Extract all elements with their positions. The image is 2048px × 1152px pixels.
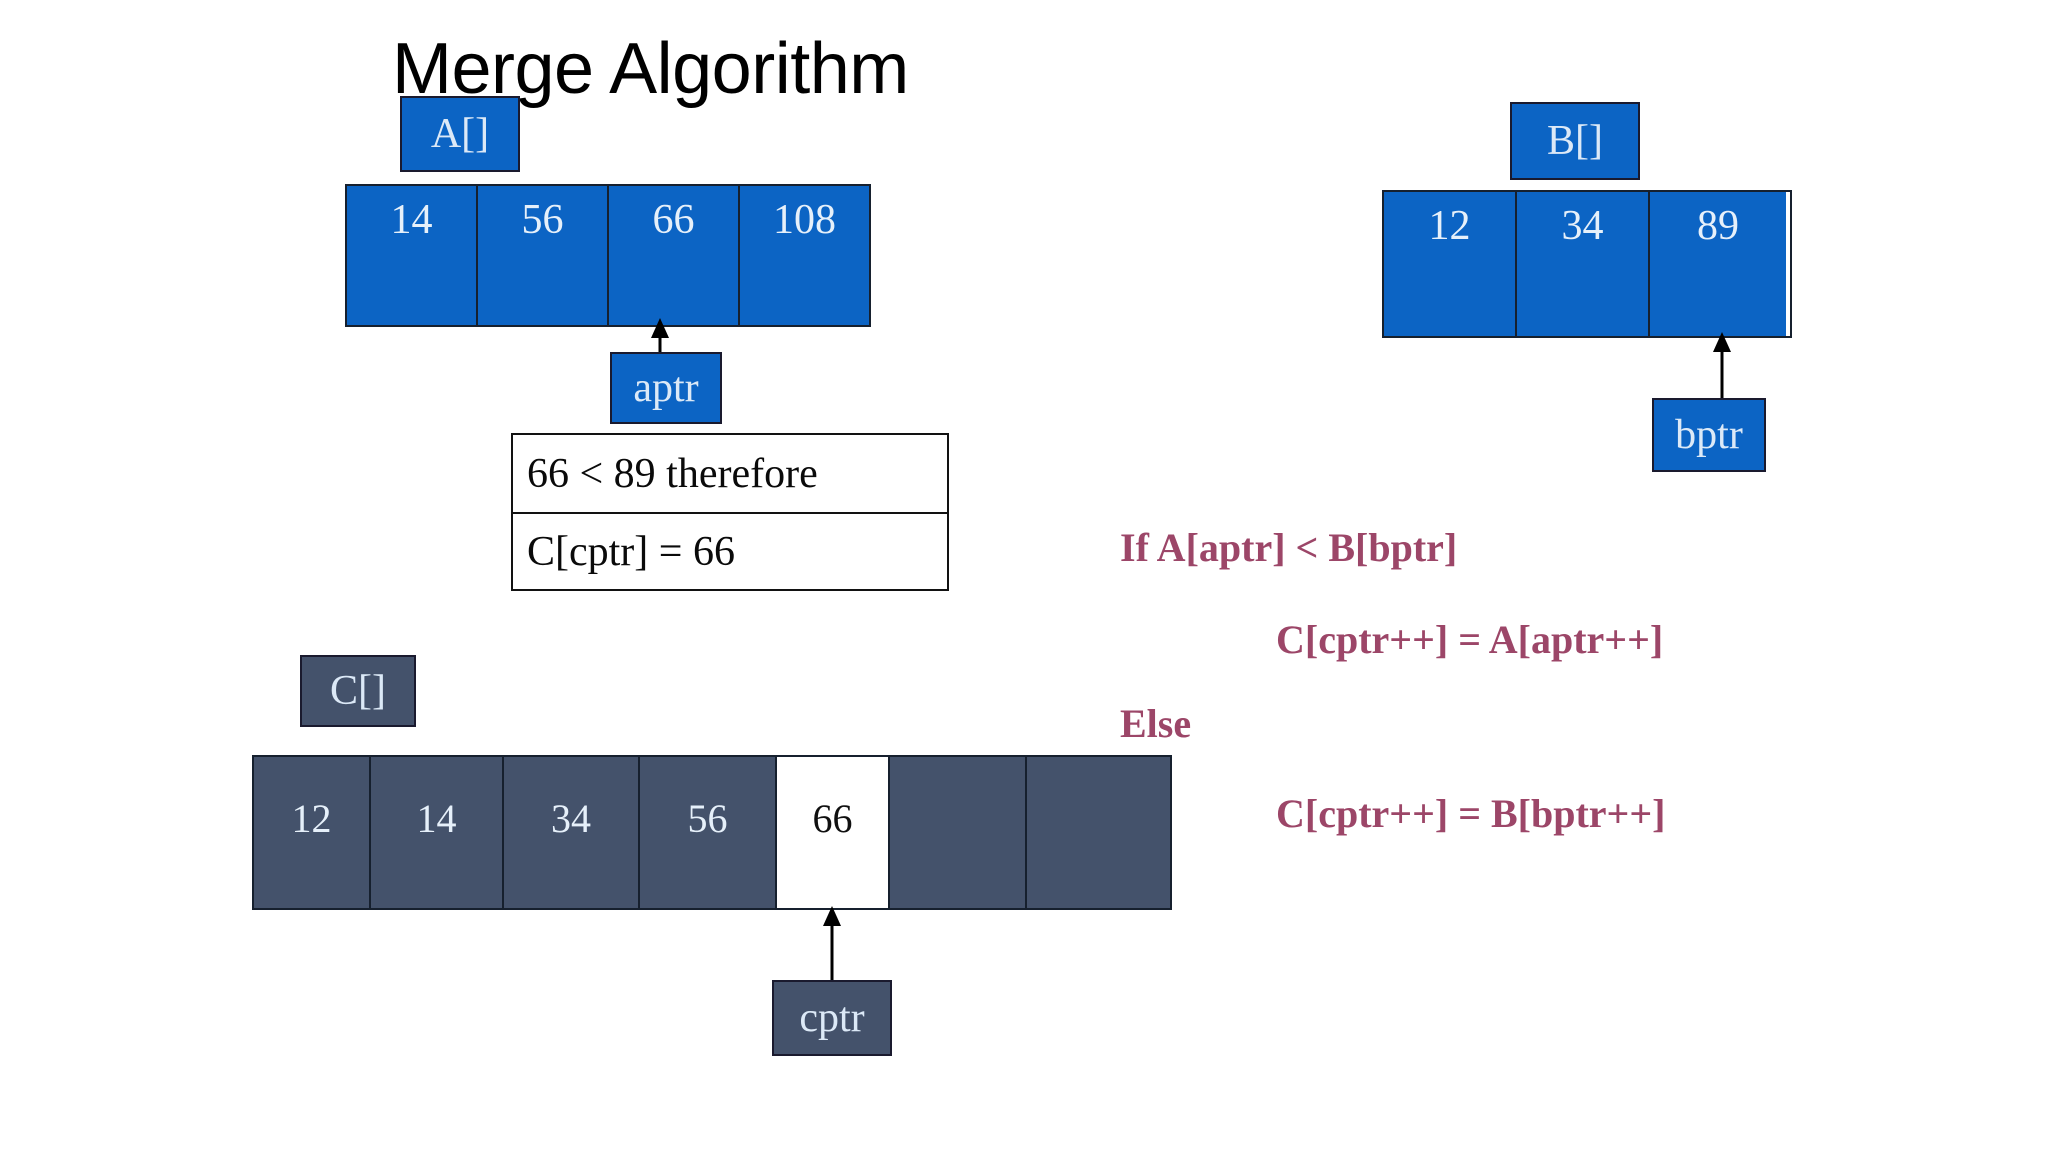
- pseudocode-then: C[cptr++] = A[aptr++]: [1276, 617, 1664, 662]
- array-a: 14 56 66 108: [345, 184, 871, 327]
- array-b-cell-1[interactable]: 34: [1517, 192, 1650, 336]
- array-b-value-0: 12: [1428, 203, 1471, 249]
- pointer-bptr-label: bptr: [1675, 412, 1743, 458]
- pointer-cptr-label: cptr: [799, 995, 865, 1041]
- array-a-value-1: 56: [521, 197, 564, 243]
- explanation-line-2: C[cptr] = 66: [513, 512, 947, 589]
- array-a-value-0: 14: [390, 197, 433, 243]
- array-b-cell-0[interactable]: 12: [1384, 192, 1517, 336]
- array-c-cell-3[interactable]: 56: [640, 757, 777, 908]
- array-c-cell-4[interactable]: 66: [777, 757, 890, 908]
- array-label-a: A[]: [400, 96, 520, 172]
- array-b-value-2: 89: [1697, 203, 1739, 249]
- array-c-value-3: 56: [687, 796, 728, 841]
- array-label-b-text: B[]: [1547, 118, 1603, 164]
- array-label-c-text: C[]: [330, 668, 386, 714]
- array-c: 12 14 34 56 66: [252, 755, 1172, 910]
- array-a-cell-3[interactable]: 108: [740, 186, 869, 325]
- pseudocode-else-body: C[cptr++] = B[bptr++]: [1276, 791, 1666, 836]
- array-b-cell-2[interactable]: 89: [1650, 192, 1786, 336]
- pointer-cptr[interactable]: cptr: [772, 980, 892, 1056]
- explanation-line-1: 66 < 89 therefore: [527, 450, 818, 497]
- array-c-cell-6[interactable]: [1027, 757, 1170, 908]
- array-label-c: C[]: [300, 655, 416, 727]
- array-c-value-4: 66: [812, 796, 853, 841]
- array-c-cell-1[interactable]: 14: [371, 757, 504, 908]
- array-c-cell-5[interactable]: [890, 757, 1027, 908]
- array-a-value-2: 66: [652, 197, 695, 243]
- array-a-cell-2[interactable]: 66: [609, 186, 740, 325]
- array-a-cell-1[interactable]: 56: [478, 186, 609, 325]
- array-label-b: B[]: [1510, 102, 1640, 180]
- page-title: Merge Algorithm: [392, 29, 909, 109]
- array-label-a-text: A[]: [430, 111, 490, 157]
- array-c-value-1: 14: [416, 796, 457, 841]
- array-a-cell-0[interactable]: 14: [347, 186, 478, 325]
- pointer-bptr[interactable]: bptr: [1652, 398, 1766, 472]
- pointer-aptr-label: aptr: [633, 365, 699, 411]
- pseudocode-if: If A[aptr] < B[bptr]: [1120, 525, 1458, 570]
- array-a-value-3: 108: [773, 197, 836, 243]
- array-c-value-0: 12: [291, 796, 332, 841]
- array-c-value-2: 34: [551, 796, 591, 841]
- array-b: 12 34 89: [1382, 190, 1792, 338]
- pointer-aptr[interactable]: aptr: [610, 352, 722, 424]
- pseudocode-else: Else: [1120, 701, 1192, 746]
- array-c-cell-0[interactable]: 12: [254, 757, 371, 908]
- array-b-value-1: 34: [1561, 203, 1604, 249]
- explanation-box: 66 < 89 therefore C[cptr] = 66: [511, 433, 949, 591]
- array-c-cell-2[interactable]: 34: [504, 757, 640, 908]
